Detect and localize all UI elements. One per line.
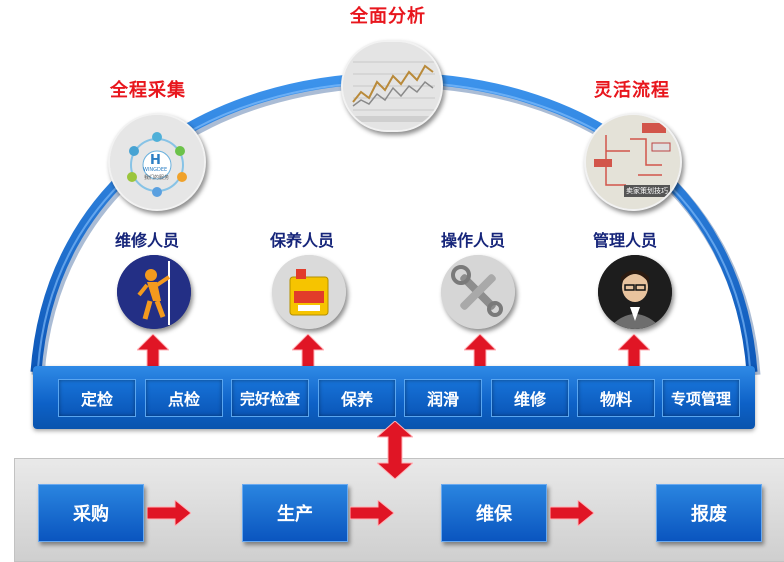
stage-procurement: 采购 [38,484,144,542]
flowchart-circle: 卖家策划技巧 [584,113,682,211]
task-chip-lubrication: 润滑 [404,379,482,417]
role-label-operator: 操作人员 [441,231,506,250]
role-label-maintenance: 维修人员 [115,231,180,250]
line-chart-icon [343,42,441,130]
heading-full-analysis: 全面分析 [350,6,426,27]
climber-icon [117,255,191,329]
role-label-manager: 管理人员 [593,231,658,250]
role-label-upkeep: 保养人员 [270,231,335,250]
up-arrow-icon [618,334,650,368]
task-chip-repair: 维修 [491,379,569,417]
task-chip-spot-inspection: 点检 [145,379,223,417]
collection-logo-icon: H [150,153,161,168]
right-arrow-icon [350,500,394,526]
task-chip-upkeep: 保养 [318,379,396,417]
task-chip-materials: 物料 [577,379,655,417]
double-arrow-icon [377,421,413,479]
right-arrow-icon [147,500,191,526]
up-arrow-icon [137,334,169,368]
heading-full-collection: 全程采集 [110,80,186,101]
task-chip-integrity-check: 完好检查 [231,379,309,417]
task-chip-special-management: 专项管理 [662,379,740,417]
up-arrow-icon [464,334,496,368]
stage-maintenance: 维保 [441,484,547,542]
stage-production: 生产 [242,484,348,542]
oil-can-icon [272,255,346,329]
wrench-icon [441,255,515,329]
manager-avatar-icon [598,255,672,329]
analysis-chart-circle [341,40,443,132]
collection-logo-text: WINGDEE [143,167,168,173]
collection-logo-circle: H WINGDEE 我们的服务 [108,113,206,211]
heading-flexible-flow: 灵活流程 [594,80,670,101]
task-chip-scheduled-inspection: 定检 [58,379,136,417]
flow-box-text: 卖家策划技巧 [624,185,670,197]
right-arrow-icon [550,500,594,526]
collection-logo-sub: 我们的服务 [144,175,170,181]
up-arrow-icon [292,334,324,368]
stage-scrapping: 报废 [656,484,762,542]
